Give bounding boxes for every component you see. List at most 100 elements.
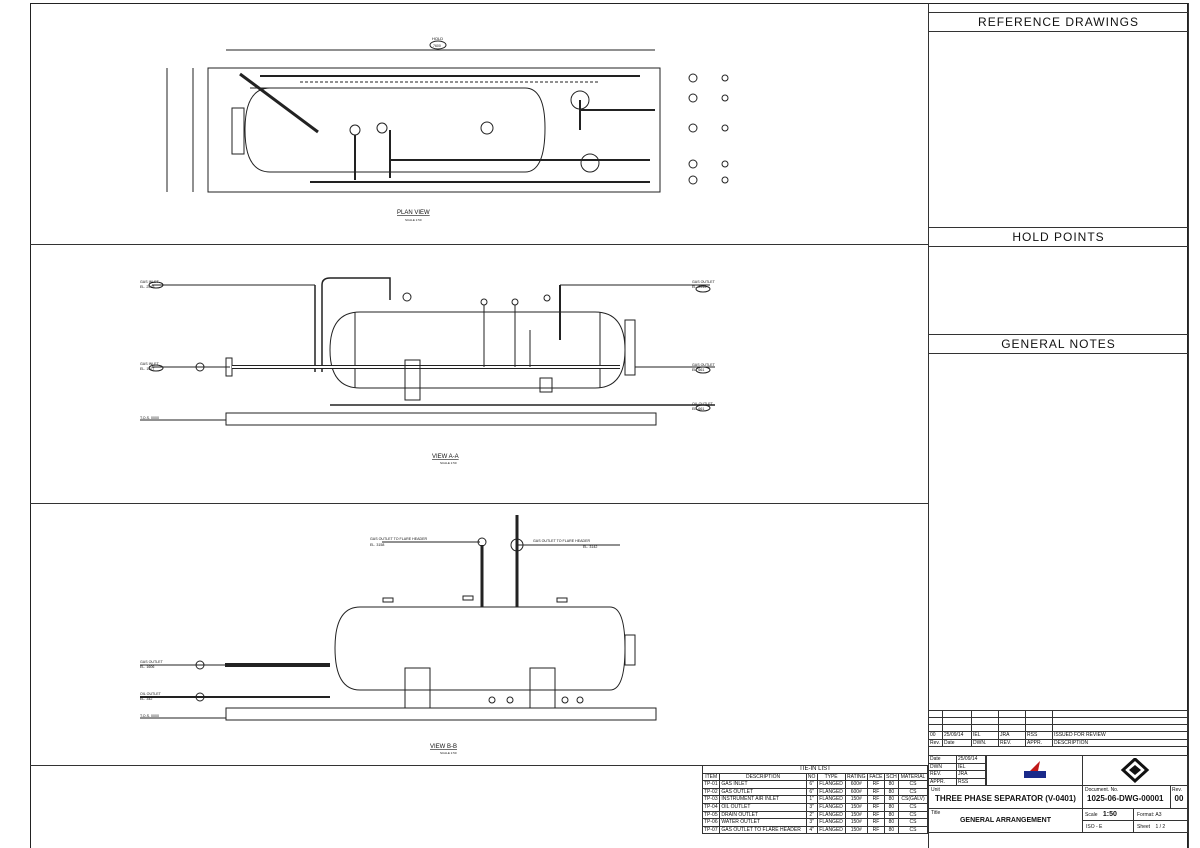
client-logo — [1082, 755, 1188, 786]
document-number: 1025-06-DWG-00001 — [1087, 794, 1164, 803]
table-cell: 80 — [883, 780, 900, 789]
svg-text:7600: 7600 — [433, 44, 441, 48]
svg-text:GAS OUTLET: GAS OUTLET — [692, 363, 716, 367]
general-notes-heading: GENERAL NOTES — [929, 334, 1188, 354]
column-header: MATERIAL — [898, 772, 928, 782]
table-cell: CS — [898, 802, 928, 812]
table-cell: FLANGED — [816, 810, 846, 820]
approval-cell: JRA — [955, 770, 987, 779]
svg-text:EL. 661: EL. 661 — [692, 368, 704, 372]
skid-base — [225, 707, 657, 721]
table-cell: FLANGED — [816, 795, 846, 804]
table-cell: FLANGED — [816, 825, 846, 835]
hold-points-heading: HOLD POINTS — [929, 227, 1188, 247]
drawing-border — [30, 3, 1188, 848]
table-cell: CS(GALV) — [898, 795, 928, 804]
approval-cell: REV. — [928, 770, 957, 779]
table-cell: GAS OUTLET TO FLARE HEADER — [719, 825, 807, 835]
revision-cell: 25/09/14 — [942, 731, 972, 740]
table-cell: FLANGED — [816, 780, 846, 789]
table-cell: OIL OUTLET — [719, 802, 807, 812]
saddle — [529, 667, 556, 709]
table-cell: TP-05 — [701, 810, 721, 820]
title-label: Title — [931, 810, 941, 816]
table-cell: 3" — [805, 802, 818, 812]
table-cell: FLANGED — [816, 802, 846, 812]
table-cell: TP-06 — [701, 818, 721, 827]
table-cell: CS — [898, 825, 928, 835]
table-cell: TP-03 — [701, 795, 721, 804]
svg-text:SCALE 1:50: SCALE 1:50 — [405, 218, 422, 222]
table-cell: CS — [898, 810, 928, 820]
revision-cell: APPR. — [1025, 738, 1053, 748]
table-cell: RF — [867, 802, 885, 812]
column-header: NO — [805, 772, 818, 782]
column-header: TYPE — [816, 772, 846, 782]
scale-value: 1:50 — [1102, 811, 1117, 818]
approval-cell: DWN — [928, 762, 957, 772]
table-cell: 3" — [805, 818, 818, 827]
table-cell: FLANGED — [816, 818, 846, 827]
plan-view-title: PLAN VIEW — [397, 210, 430, 216]
table-cell: CS — [898, 780, 928, 789]
table-cell: RF — [867, 787, 885, 797]
svg-text:GAS OUTLET TO FLARE HEADER: GAS OUTLET TO FLARE HEADER — [370, 537, 428, 541]
table-cell: 80 — [883, 802, 900, 812]
document-number-cell: Document. No. 1025-06-DWG-00001 — [1082, 785, 1171, 809]
drawing-title: GENERAL ARRANGEMENT — [959, 817, 1051, 824]
svg-text:HOLD: HOLD — [432, 36, 443, 41]
svg-text:EL. 1027: EL. 1027 — [140, 367, 154, 371]
column-header: RATING — [844, 772, 869, 782]
unit-name: THREE PHASE SEPARATOR (V-0401) — [935, 794, 1076, 803]
contractor-logo — [986, 755, 1083, 786]
svg-text:GAS OUTLET: GAS OUTLET — [140, 660, 164, 664]
svg-text:EL. 661: EL. 661 — [692, 407, 704, 411]
table-cell: TP-04 — [701, 802, 721, 812]
table-cell: 150# — [844, 825, 869, 835]
iso-cell: ISO - E — [1082, 820, 1134, 833]
table-cell: GAS INLET — [719, 780, 807, 789]
svg-text:T.O.S. 0000: T.O.S. 0000 — [140, 714, 159, 718]
svg-text:OIL OUTLET: OIL OUTLET — [692, 402, 714, 406]
saddle — [404, 667, 431, 709]
svg-text:EL. 3158: EL. 3158 — [370, 543, 384, 547]
svg-text:OIL OUTLET: OIL OUTLET — [140, 692, 162, 696]
plan-view: HOLD 7600 PLAN VIEW SCALE 1:50 — [166, 36, 729, 222]
table-cell: TP-01 — [701, 780, 721, 789]
revision-cell: DESCRIPTION — [1052, 738, 1188, 748]
table-cell: 150# — [844, 818, 869, 827]
unit-cell: Unit THREE PHASE SEPARATOR (V-0401) — [928, 785, 1083, 809]
revision-cell: 00 — [928, 731, 943, 740]
table-cell: RF — [867, 795, 885, 804]
format-label: Format — [1137, 812, 1153, 818]
skid-outline — [207, 67, 661, 193]
table-cell: 150# — [844, 795, 869, 804]
sheet-cell: Sheet 1 / 2 — [1133, 820, 1188, 833]
table-cell: INSTRUMENT AIR INLET — [719, 795, 807, 804]
table-cell: CS — [898, 818, 928, 827]
manway-flange — [231, 107, 245, 155]
rev-cell: Rev. 00 — [1170, 785, 1188, 809]
revision-cell: Rev. — [928, 738, 943, 748]
view-divider — [30, 503, 928, 504]
table-cell: 1" — [805, 795, 818, 804]
svg-text:EL. 342: EL. 342 — [140, 697, 152, 701]
table-cell: 600# — [844, 787, 869, 797]
table-cell: WATER OUTLET — [719, 818, 807, 827]
svg-text:GAS INLET: GAS INLET — [140, 362, 160, 366]
sheet-label: Sheet — [1137, 824, 1151, 830]
approval-cell: Date — [928, 755, 957, 764]
vessel-shell — [244, 87, 546, 173]
approval-cell: 25/09/14 — [955, 755, 987, 764]
revision-cell: RSS — [1025, 731, 1053, 740]
